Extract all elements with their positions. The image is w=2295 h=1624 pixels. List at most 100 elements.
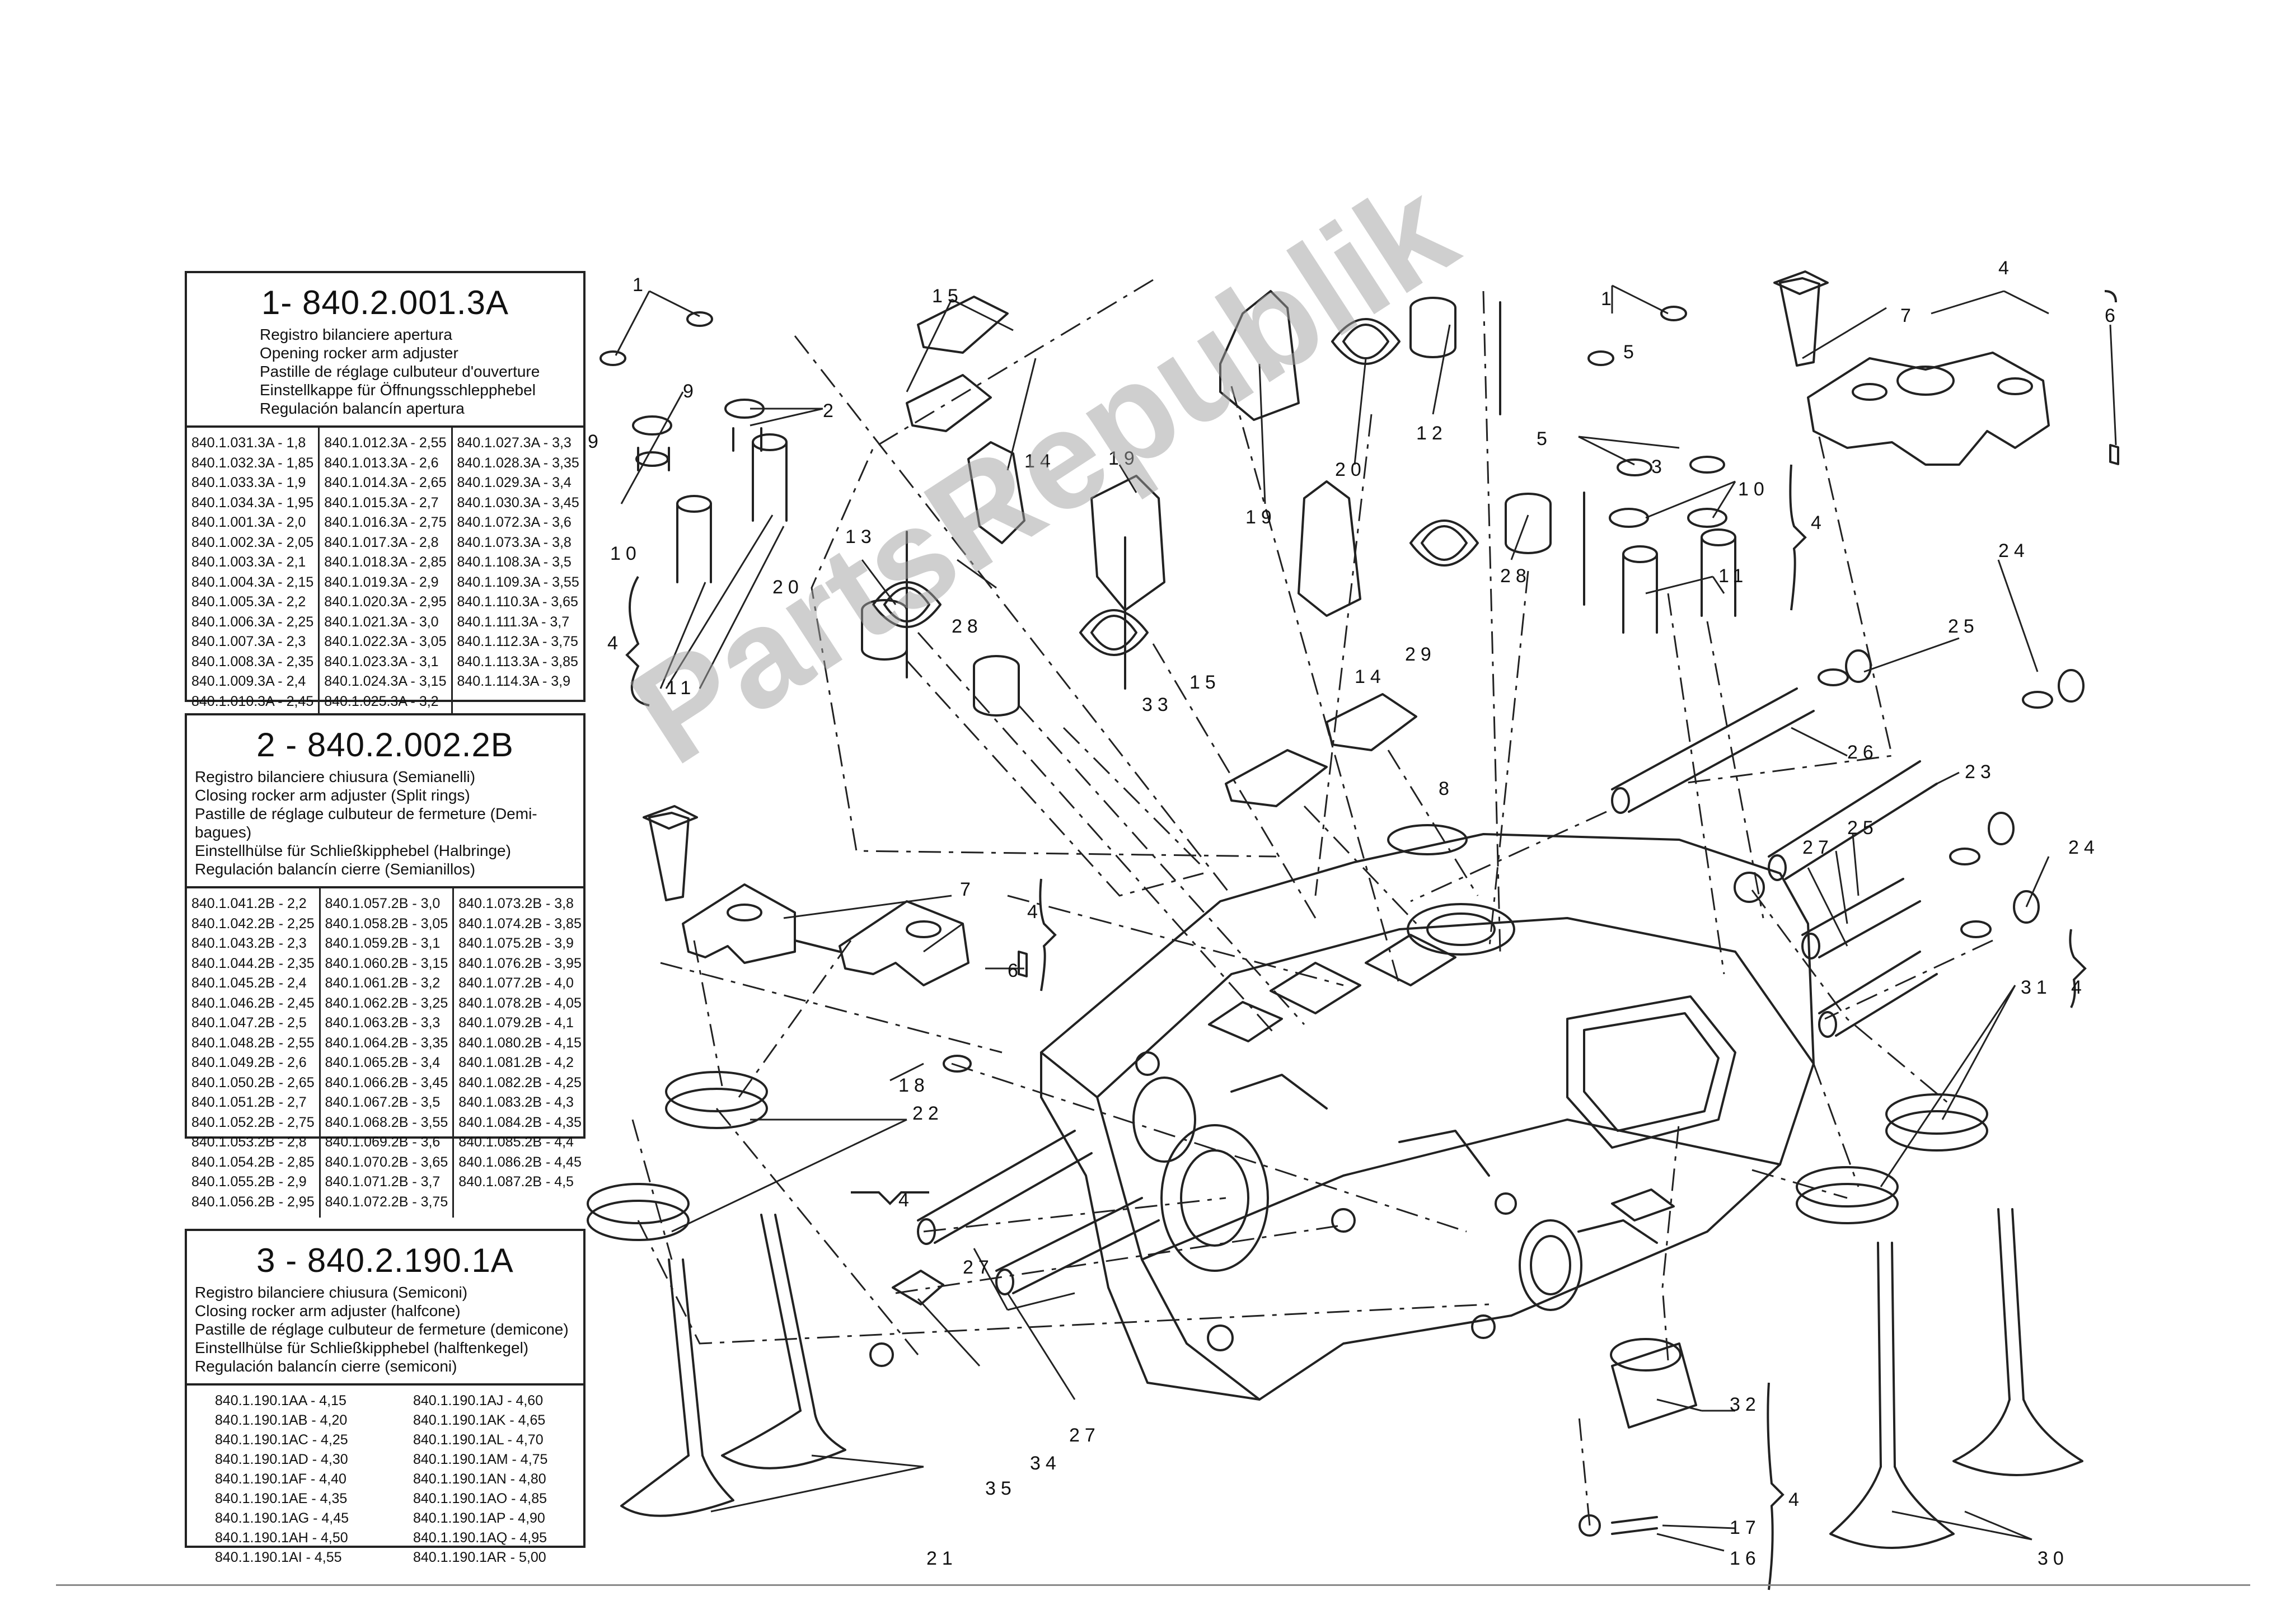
callout-25: 25 (1948, 616, 1979, 637)
table-cell: 840.1.009.3A - 2,4 (191, 673, 306, 689)
callout-9: 9 (588, 431, 603, 452)
callout-24: 24 (1998, 540, 2030, 561)
table-cell: 840.1.013.3A - 2,6 (324, 455, 439, 471)
callout-1: 1 (1601, 288, 1617, 310)
callout-4: 4 (898, 1190, 914, 1211)
table-cell: 840.1.021.3A - 3,0 (324, 614, 439, 630)
description-line: Pastille de réglage culbuteur de fermetu… (195, 805, 537, 841)
callout-8: 8 (1439, 778, 1454, 799)
table-cell: 840.1.112.3A - 3,75 (457, 634, 578, 649)
valves-right (1829, 1208, 2083, 1549)
callout-19: 19 (1108, 448, 1140, 469)
table-cell: 840.1.190.1AF - 4,40 (215, 1471, 346, 1487)
table-cell: 840.1.190.1AL - 4,70 (413, 1432, 544, 1448)
table-cell: 840.1.083.2B - 4,3 (458, 1094, 574, 1110)
table-cell: 840.1.071.2B - 3,7 (325, 1174, 441, 1190)
callout-22: 22 (912, 1103, 944, 1124)
adjuster-table-1: 1- 840.2.001.3A Registro bilanciere aper… (185, 271, 586, 737)
table-cell: 840.1.008.3A - 2,35 (191, 653, 314, 670)
callout-34: 34 (1030, 1453, 1061, 1474)
shafts-left (869, 1055, 1160, 1367)
callout-4: 4 (1788, 1489, 1804, 1510)
table-cell: 840.1.110.3A - 3,65 (457, 594, 578, 610)
callout-10: 10 (610, 543, 641, 564)
table-cell: 840.1.055.2B - 2,9 (191, 1174, 307, 1190)
table-cell: 840.1.022.3A - 3,05 (324, 634, 447, 649)
table-cell: 840.1.048.2B - 2,55 (191, 1035, 315, 1051)
callout-25: 25 (1847, 817, 1879, 839)
callout-4: 4 (607, 633, 623, 654)
table-cell: 840.1.078.2B - 4,05 (458, 995, 582, 1011)
table-cell: 840.1.073.3A - 3,8 (457, 534, 572, 550)
callout-28: 28 (952, 616, 983, 637)
table-cell: 840.1.012.3A - 2,55 (324, 435, 447, 451)
table-cell: 840.1.190.1AE - 4,35 (215, 1491, 348, 1506)
callout-20: 20 (1335, 459, 1366, 480)
bottom-plug (1579, 1338, 1697, 1537)
table-1-column-2: 840.1.012.3A - 2,55 840.1.013.3A - 2,6 840… (320, 428, 453, 737)
table-cell: 840.1.056.2B - 2,95 (191, 1194, 315, 1210)
table-cell: 840.1.111.3A - 3,7 (457, 614, 570, 630)
table-cell: 840.1.070.2B - 3,65 (325, 1154, 448, 1170)
callout-15: 15 (932, 286, 963, 307)
cylinder-head (1040, 833, 1815, 1401)
table-cell: 840.1.081.2B - 4,2 (458, 1055, 574, 1070)
table-cell: 840.1.031.3A - 1,8 (191, 435, 306, 451)
description-line: Einstellkappe für Öffnungsschlepphebel (260, 381, 536, 399)
table-cell: 840.1.059.2B - 3,1 (325, 935, 441, 951)
table-cell: 840.1.075.2B - 3,9 (458, 935, 574, 951)
table-cell: 840.1.046.2B - 2,45 (191, 995, 315, 1011)
table-cell: 840.1.003.3A - 2,1 (191, 554, 306, 570)
table-cell: 840.1.190.1AA - 4,15 (215, 1393, 346, 1408)
table-2-description: Registro bilanciere chiusura (Semianelli… (195, 767, 575, 878)
table-cell: 840.1.024.3A - 3,15 (324, 673, 447, 689)
table-cell: 840.1.082.2B - 4,25 (458, 1074, 582, 1091)
table-cell: 840.1.018.3A - 2,85 (324, 554, 447, 570)
table-cell: 840.1.069.2B - 3,6 (325, 1134, 441, 1150)
callout-14: 14 (1024, 451, 1056, 472)
table-cell: 840.1.077.2B - 4,0 (458, 975, 574, 991)
description-line: Regulación balancín cierre (semiconi) (195, 1358, 457, 1375)
callout-27: 27 (1069, 1425, 1100, 1446)
callout-24: 24 (2068, 837, 2100, 858)
table-cell: 840.1.087.2B - 4,5 (458, 1174, 574, 1190)
valves-left (620, 1214, 846, 1517)
table-cell: 840.1.074.2B - 3,85 (458, 915, 582, 932)
description-line: Regulación balancín apertura (260, 400, 465, 417)
table-cell: 840.1.042.2B - 2,25 (191, 915, 315, 932)
description-line: Closing rocker arm adjuster (halfcone) (195, 1302, 461, 1319)
callout-17: 17 (1730, 1517, 1761, 1538)
callout-1: 1 (633, 274, 648, 296)
description-line: Registro bilanciere apertura (260, 326, 452, 343)
table-cell: 840.1.030.3A - 3,45 (457, 494, 579, 511)
callout-4: 4 (1998, 258, 2014, 279)
callout-4: 4 (1027, 901, 1043, 923)
valve-seals (587, 824, 1988, 1241)
table-cell: 840.1.073.2B - 3,8 (458, 896, 574, 911)
description-line: Einstellhülse für Schließkipphebel (Halb… (195, 842, 511, 859)
callout-14: 14 (1355, 666, 1386, 687)
table-cell: 840.1.113.3A - 3,85 (457, 653, 578, 670)
table-2-header: 2 - 840.2.002.2B Registro bilanciere chi… (187, 715, 583, 888)
table-cell: 840.1.080.2B - 4,15 (458, 1035, 582, 1051)
table-cell: 840.1.067.2B - 3,5 (325, 1094, 441, 1110)
shafts-right (1611, 649, 2085, 1038)
table-cell: 840.1.190.1AG - 4,45 (215, 1510, 349, 1526)
callout-21: 21 (926, 1548, 958, 1569)
table-cell: 840.1.064.2B - 3,35 (325, 1035, 448, 1051)
table-3-description: Registro bilanciere chiusura (Semiconi)C… (195, 1283, 575, 1375)
table-cell: 840.1.020.3A - 2,95 (324, 594, 447, 610)
table-cell: 840.1.114.3A - 3,9 (457, 673, 570, 689)
table-cell: 840.1.002.3A - 2,05 (191, 534, 314, 550)
table-cell: 840.1.190.1AK - 4,65 (413, 1412, 546, 1428)
table-cell: 840.1.006.3A - 2,25 (191, 614, 314, 630)
table-cell: 840.1.033.3A - 1,9 (191, 475, 306, 490)
table-cell: 840.1.004.3A - 2,15 (191, 574, 314, 590)
callout-13: 13 (845, 526, 877, 547)
callout-6: 6 (2105, 305, 2120, 326)
table-cell: 840.1.051.2B - 2,7 (191, 1094, 307, 1110)
